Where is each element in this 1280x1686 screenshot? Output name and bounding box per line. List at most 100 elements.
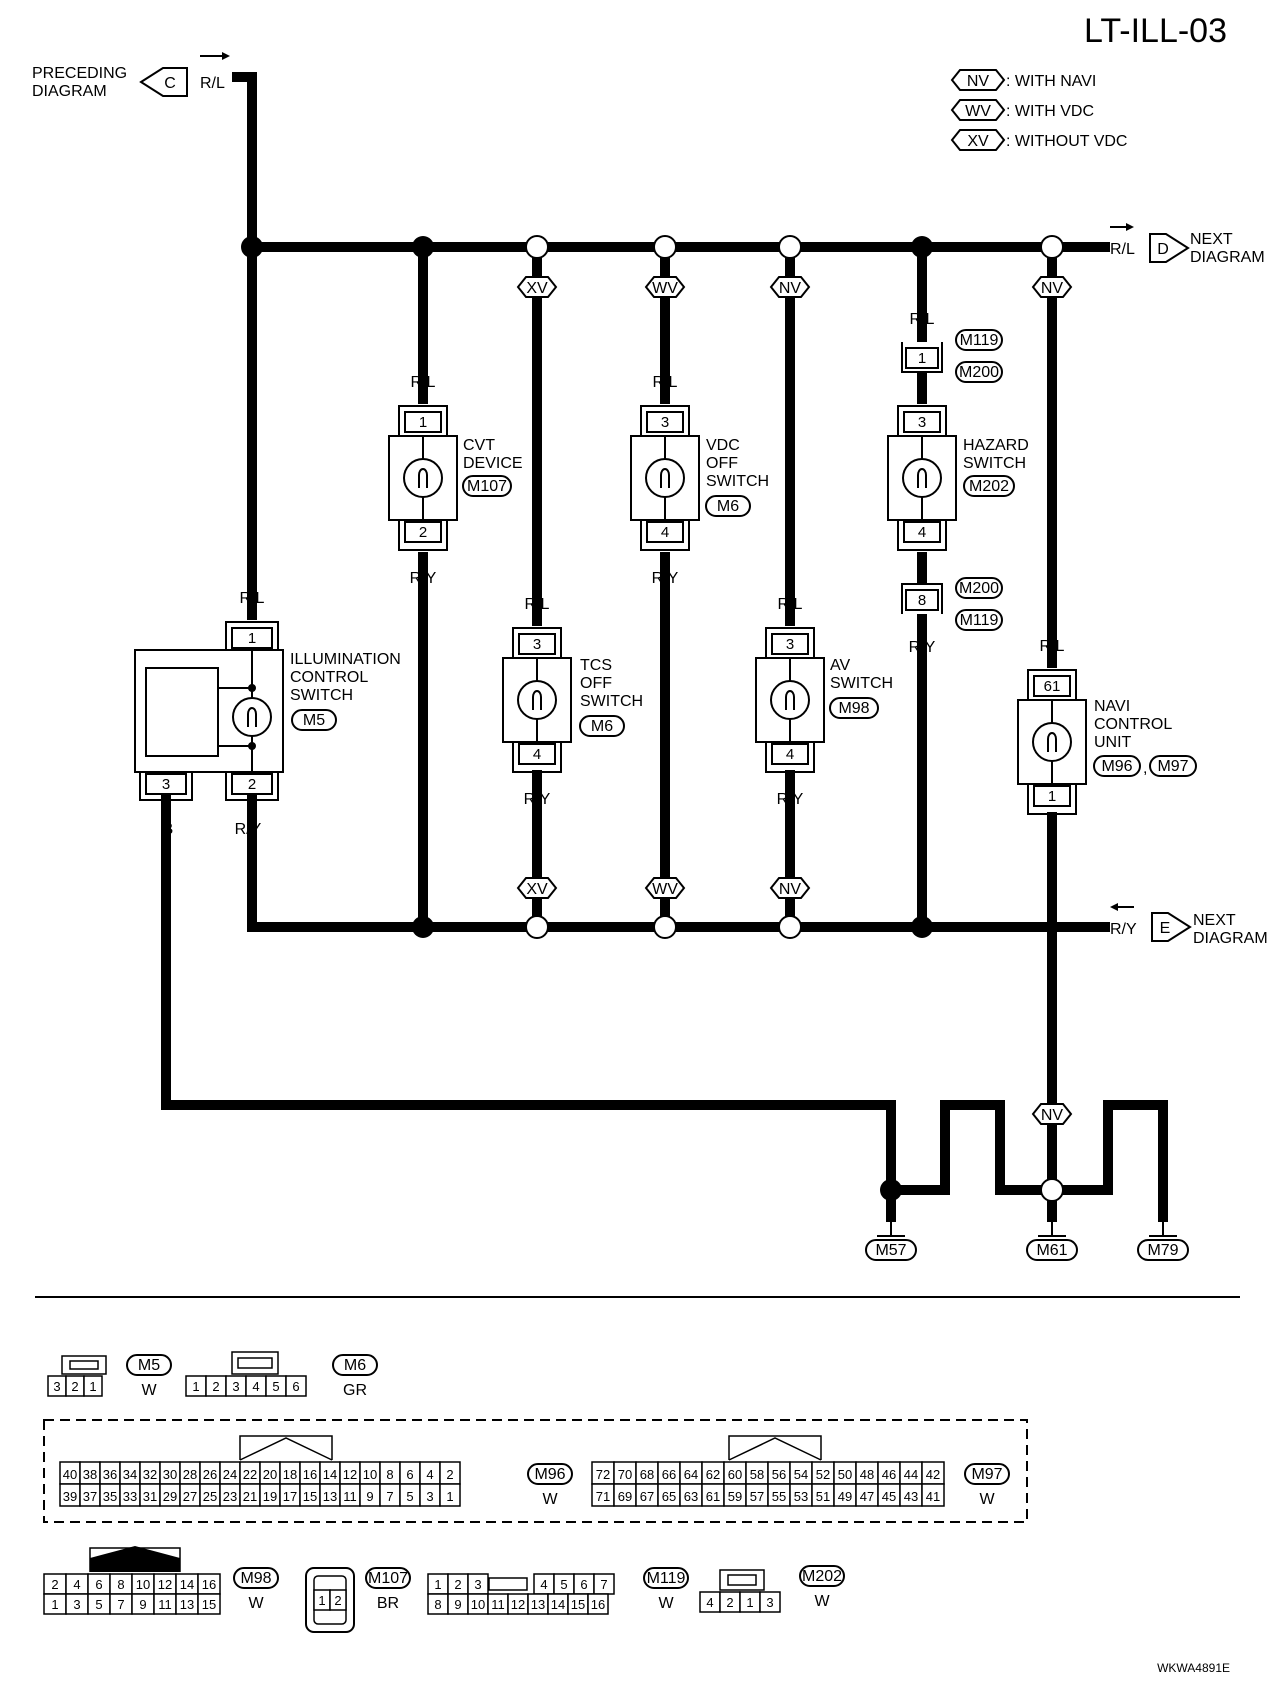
m119-top-pin-7: 7 [600, 1577, 607, 1592]
m5-pin-2: 2 [71, 1379, 78, 1394]
m96-bottom-pin-35: 35 [103, 1489, 117, 1504]
next-label-e-2: DIAGRAM [1193, 930, 1268, 947]
wire-color-top-end: R/L [1110, 241, 1135, 258]
junctions [241, 235, 1064, 1202]
cvt-wire-ry: R/Y [410, 570, 437, 587]
m96-bottom-pin-5: 5 [406, 1489, 413, 1504]
m202-pin-3: 3 [766, 1595, 773, 1610]
hazard-name-1: HAZARD [963, 437, 1029, 454]
m6-pin-5: 5 [272, 1379, 279, 1394]
cvt-name-2: DEVICE [463, 455, 523, 472]
m98-bottom-pin-15: 15 [202, 1597, 216, 1612]
cvt-wire-rl: R/L [411, 374, 436, 391]
page-code: LT-ILL-03 [1084, 12, 1227, 50]
m96-bottom-pin-1: 1 [446, 1489, 453, 1504]
m98-top-pin-4: 4 [73, 1577, 80, 1592]
m119-bottom-pin-13: 13 [531, 1597, 545, 1612]
cvt-conn: M107 [467, 478, 507, 495]
gnd-wire-b-3: B [995, 1145, 1006, 1162]
navi-name-3: UNIT [1094, 734, 1132, 751]
m96-bottom-pin-39: 39 [63, 1489, 77, 1504]
m97-top-pin-56: 56 [772, 1467, 786, 1482]
m96-bottom-pin-37: 37 [83, 1489, 97, 1504]
tcs-wire-rl: R/L [525, 596, 550, 613]
m107-id: M107 [368, 1570, 408, 1587]
hazard-switch: R/L 1 M119 M200 3 4 HAZARD SWITCH M202 8… [887, 311, 1029, 656]
m98-top-pin-16: 16 [202, 1577, 216, 1592]
hazard-pin-4: 4 [918, 524, 926, 541]
legend-text-wv: : WITH VDC [1006, 103, 1094, 120]
m96-top-pin-4: 4 [426, 1467, 433, 1482]
hazard-conn: M202 [969, 478, 1009, 495]
vdc-off-switch: R/L 3 4 R/Y VDC OFF SWITCH M6 [630, 374, 769, 587]
m97-top-pin-54: 54 [794, 1467, 808, 1482]
m97-bottom-pin-49: 49 [838, 1489, 852, 1504]
gnd-wire-b-2: B [940, 1145, 951, 1162]
navi-conn-sep: , [1143, 760, 1147, 777]
tcs-name-2: OFF [580, 675, 612, 692]
m97-bottom-pin-69: 69 [618, 1489, 632, 1504]
vdc-wire-rl: R/L [653, 374, 678, 391]
m98-top-pin-10: 10 [136, 1577, 150, 1592]
illum-name-3: SWITCH [290, 687, 353, 704]
preceding-label-2: DIAGRAM [32, 83, 107, 100]
av-conn: M98 [838, 700, 869, 717]
m97-top-pin-60: 60 [728, 1467, 742, 1482]
m96-bottom-pin-17: 17 [283, 1489, 297, 1504]
m97-bottom-pin-59: 59 [728, 1489, 742, 1504]
navi-control-unit: R/L 61 1 B NAVI CONTROL UNIT M96 , M97 [1017, 638, 1197, 846]
m96-bottom-pin-9: 9 [366, 1489, 373, 1504]
m98-id: M98 [240, 1570, 271, 1587]
m119-bottom-pin-11: 11 [491, 1597, 505, 1612]
cvt-pin-1: 1 [419, 414, 427, 431]
hazard-join-bottom-a: M119 [960, 612, 999, 629]
ground-m57: M57 [875, 1242, 906, 1259]
gnd-wire-b-1: B [886, 1145, 897, 1162]
m96-top-pin-8: 8 [386, 1467, 393, 1482]
m97-top-pin-70: 70 [618, 1467, 632, 1482]
tag-xv-bottom: XV [526, 881, 548, 898]
wire-color-top-start: R/L [200, 75, 225, 92]
hazard-pin-3: 3 [918, 414, 926, 431]
ref-c: C [164, 75, 176, 92]
av-name-1: AV [830, 657, 850, 674]
m97-top-pin-62: 62 [706, 1467, 720, 1482]
m97-bottom-pin-63: 63 [684, 1489, 698, 1504]
hazard-join-pin-8: 8 [918, 592, 926, 609]
m119-top-pin-3: 3 [474, 1577, 481, 1592]
m107-pin-1: 1 [318, 1593, 325, 1608]
m97-bottom-pin-43: 43 [904, 1489, 918, 1504]
gnd-wire-b-5: B [1103, 1145, 1114, 1162]
m96-bottom-pin-25: 25 [203, 1489, 217, 1504]
m96-top-pin-30: 30 [163, 1467, 177, 1482]
m97-bottom-pin-41: 41 [926, 1489, 940, 1504]
m97-top-pin-46: 46 [882, 1467, 896, 1482]
navi-pin-61: 61 [1044, 678, 1061, 695]
av-pin-3: 3 [786, 636, 794, 653]
illum-pin-3: 3 [162, 776, 170, 793]
illumination-control-switch: R/L 1 3 2 B R/Y ILLUMINATION CONTROL SWI… [134, 590, 401, 838]
navi-wire-rl: R/L [1040, 638, 1065, 655]
m96-color: W [542, 1491, 558, 1508]
m96-top-pin-6: 6 [406, 1467, 413, 1482]
m96-bottom-pin-7: 7 [386, 1489, 393, 1504]
tcs-wire-ry: R/Y [524, 791, 551, 808]
preceding-diagram-ref: PRECEDING DIAGRAM C R/L [32, 52, 230, 100]
vdc-pin-3: 3 [661, 414, 669, 431]
preceding-label-1: PRECEDING [32, 65, 127, 82]
cvt-device: R/L 1 2 R/Y CVT DEVICE M107 [388, 374, 523, 587]
m96-bottom-pin-13: 13 [323, 1489, 337, 1504]
legend-text-nv: : WITH NAVI [1006, 73, 1096, 90]
navi-name-1: NAVI [1094, 698, 1130, 715]
hazard-join-bottom-b: M200 [959, 580, 999, 597]
m98-top-pin-14: 14 [180, 1577, 194, 1592]
m97-top-pin-58: 58 [750, 1467, 764, 1482]
illum-wire-rl: R/L [240, 590, 265, 607]
next-diagram-ref-e: R/Y E NEXT DIAGRAM [1110, 903, 1268, 947]
m96-top-pin-18: 18 [283, 1467, 297, 1482]
m96-id: M96 [534, 1466, 565, 1483]
ref-d: D [1157, 241, 1169, 258]
m97-bottom-pin-55: 55 [772, 1489, 786, 1504]
m119-bottom-pin-9: 9 [454, 1597, 461, 1612]
